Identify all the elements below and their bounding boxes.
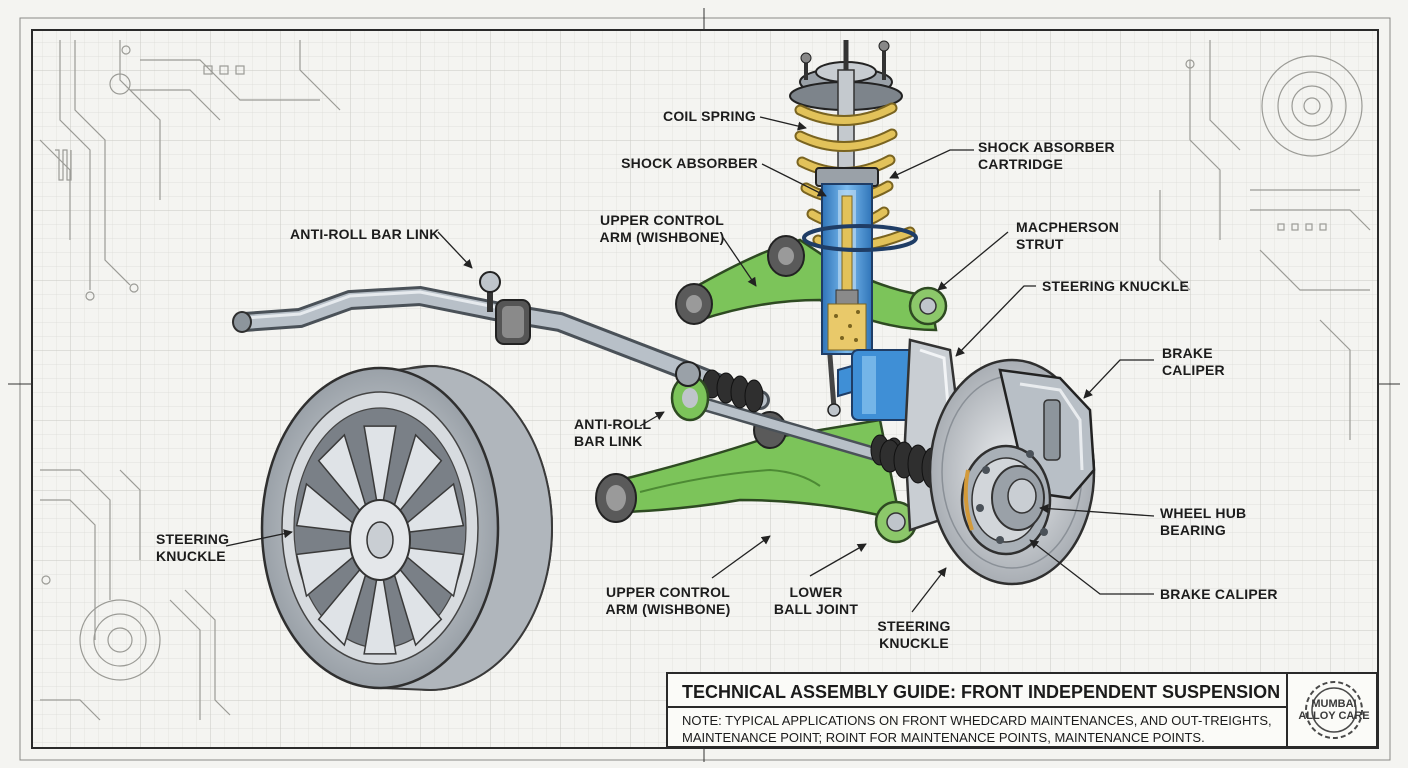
title-block-heading: TECHNICAL ASSEMBLY GUIDE: FRONT INDEPEND… bbox=[682, 682, 1281, 702]
title-block-note: NOTE: TYPICAL APPLICATIONS ON FRONT WHED… bbox=[682, 713, 1272, 745]
label-brake-caliper-bottom: BRAKE CALIPER bbox=[1160, 586, 1278, 602]
title-block: TECHNICAL ASSEMBLY GUIDE: FRONT INDEPEND… bbox=[666, 672, 1378, 748]
logo-box: MUMBAI ALLOY CARE bbox=[1286, 674, 1380, 746]
label-steering-knuckle-bottom: STEERING KNUCKLE bbox=[877, 618, 951, 651]
label-steering-knuckle-top: STEERING KNUCKLE bbox=[1042, 278, 1190, 294]
logo-text: MUMBAI ALLOY CARE bbox=[1298, 698, 1370, 722]
label-macpherson-strut: MACPHERSON STRUT bbox=[1016, 219, 1120, 252]
wheel-spokes bbox=[295, 425, 465, 655]
label-wheel-hub-bearing: WHEEL HUB BEARING bbox=[1160, 505, 1247, 538]
brake-and-hub bbox=[879, 338, 1096, 586]
label-brake-caliper-top: BRAKE CALIPER bbox=[1162, 345, 1225, 378]
label-anti-roll-bar-link-mid: ANTI-ROLL BAR LINK bbox=[574, 416, 652, 449]
gear-logo-icon bbox=[1305, 681, 1363, 739]
label-lower-ball-joint: LOWER BALL JOINT bbox=[773, 584, 859, 617]
label-anti-roll-bar-link-top: ANTI-ROLL BAR LINK bbox=[290, 226, 440, 242]
anti-roll-bar bbox=[232, 271, 770, 410]
label-upper-control-arm-bottom: UPPER CONTROL ARM (WISHBONE) bbox=[605, 584, 731, 617]
wheel bbox=[260, 364, 553, 692]
macpherson-strut bbox=[789, 40, 918, 421]
upper-control-arm bbox=[675, 235, 948, 417]
circuit-decoration-right bbox=[1159, 40, 1371, 440]
title-block-divider bbox=[668, 706, 1286, 708]
label-upper-control-arm-top: UPPER CONTROL ARM (WISHBONE) bbox=[599, 212, 725, 245]
label-steering-knuckle-left: STEERING KNUCKLE bbox=[156, 531, 230, 564]
label-shock-absorber-cartridge: SHOCK ABSORBER CARTRIDGE bbox=[978, 139, 1115, 172]
label-shock-absorber: SHOCK ABSORBER bbox=[621, 155, 758, 171]
circuit-decoration-left bbox=[39, 40, 341, 721]
leader-lines bbox=[225, 116, 1155, 613]
label-coil-spring: COIL SPRING bbox=[663, 108, 756, 124]
